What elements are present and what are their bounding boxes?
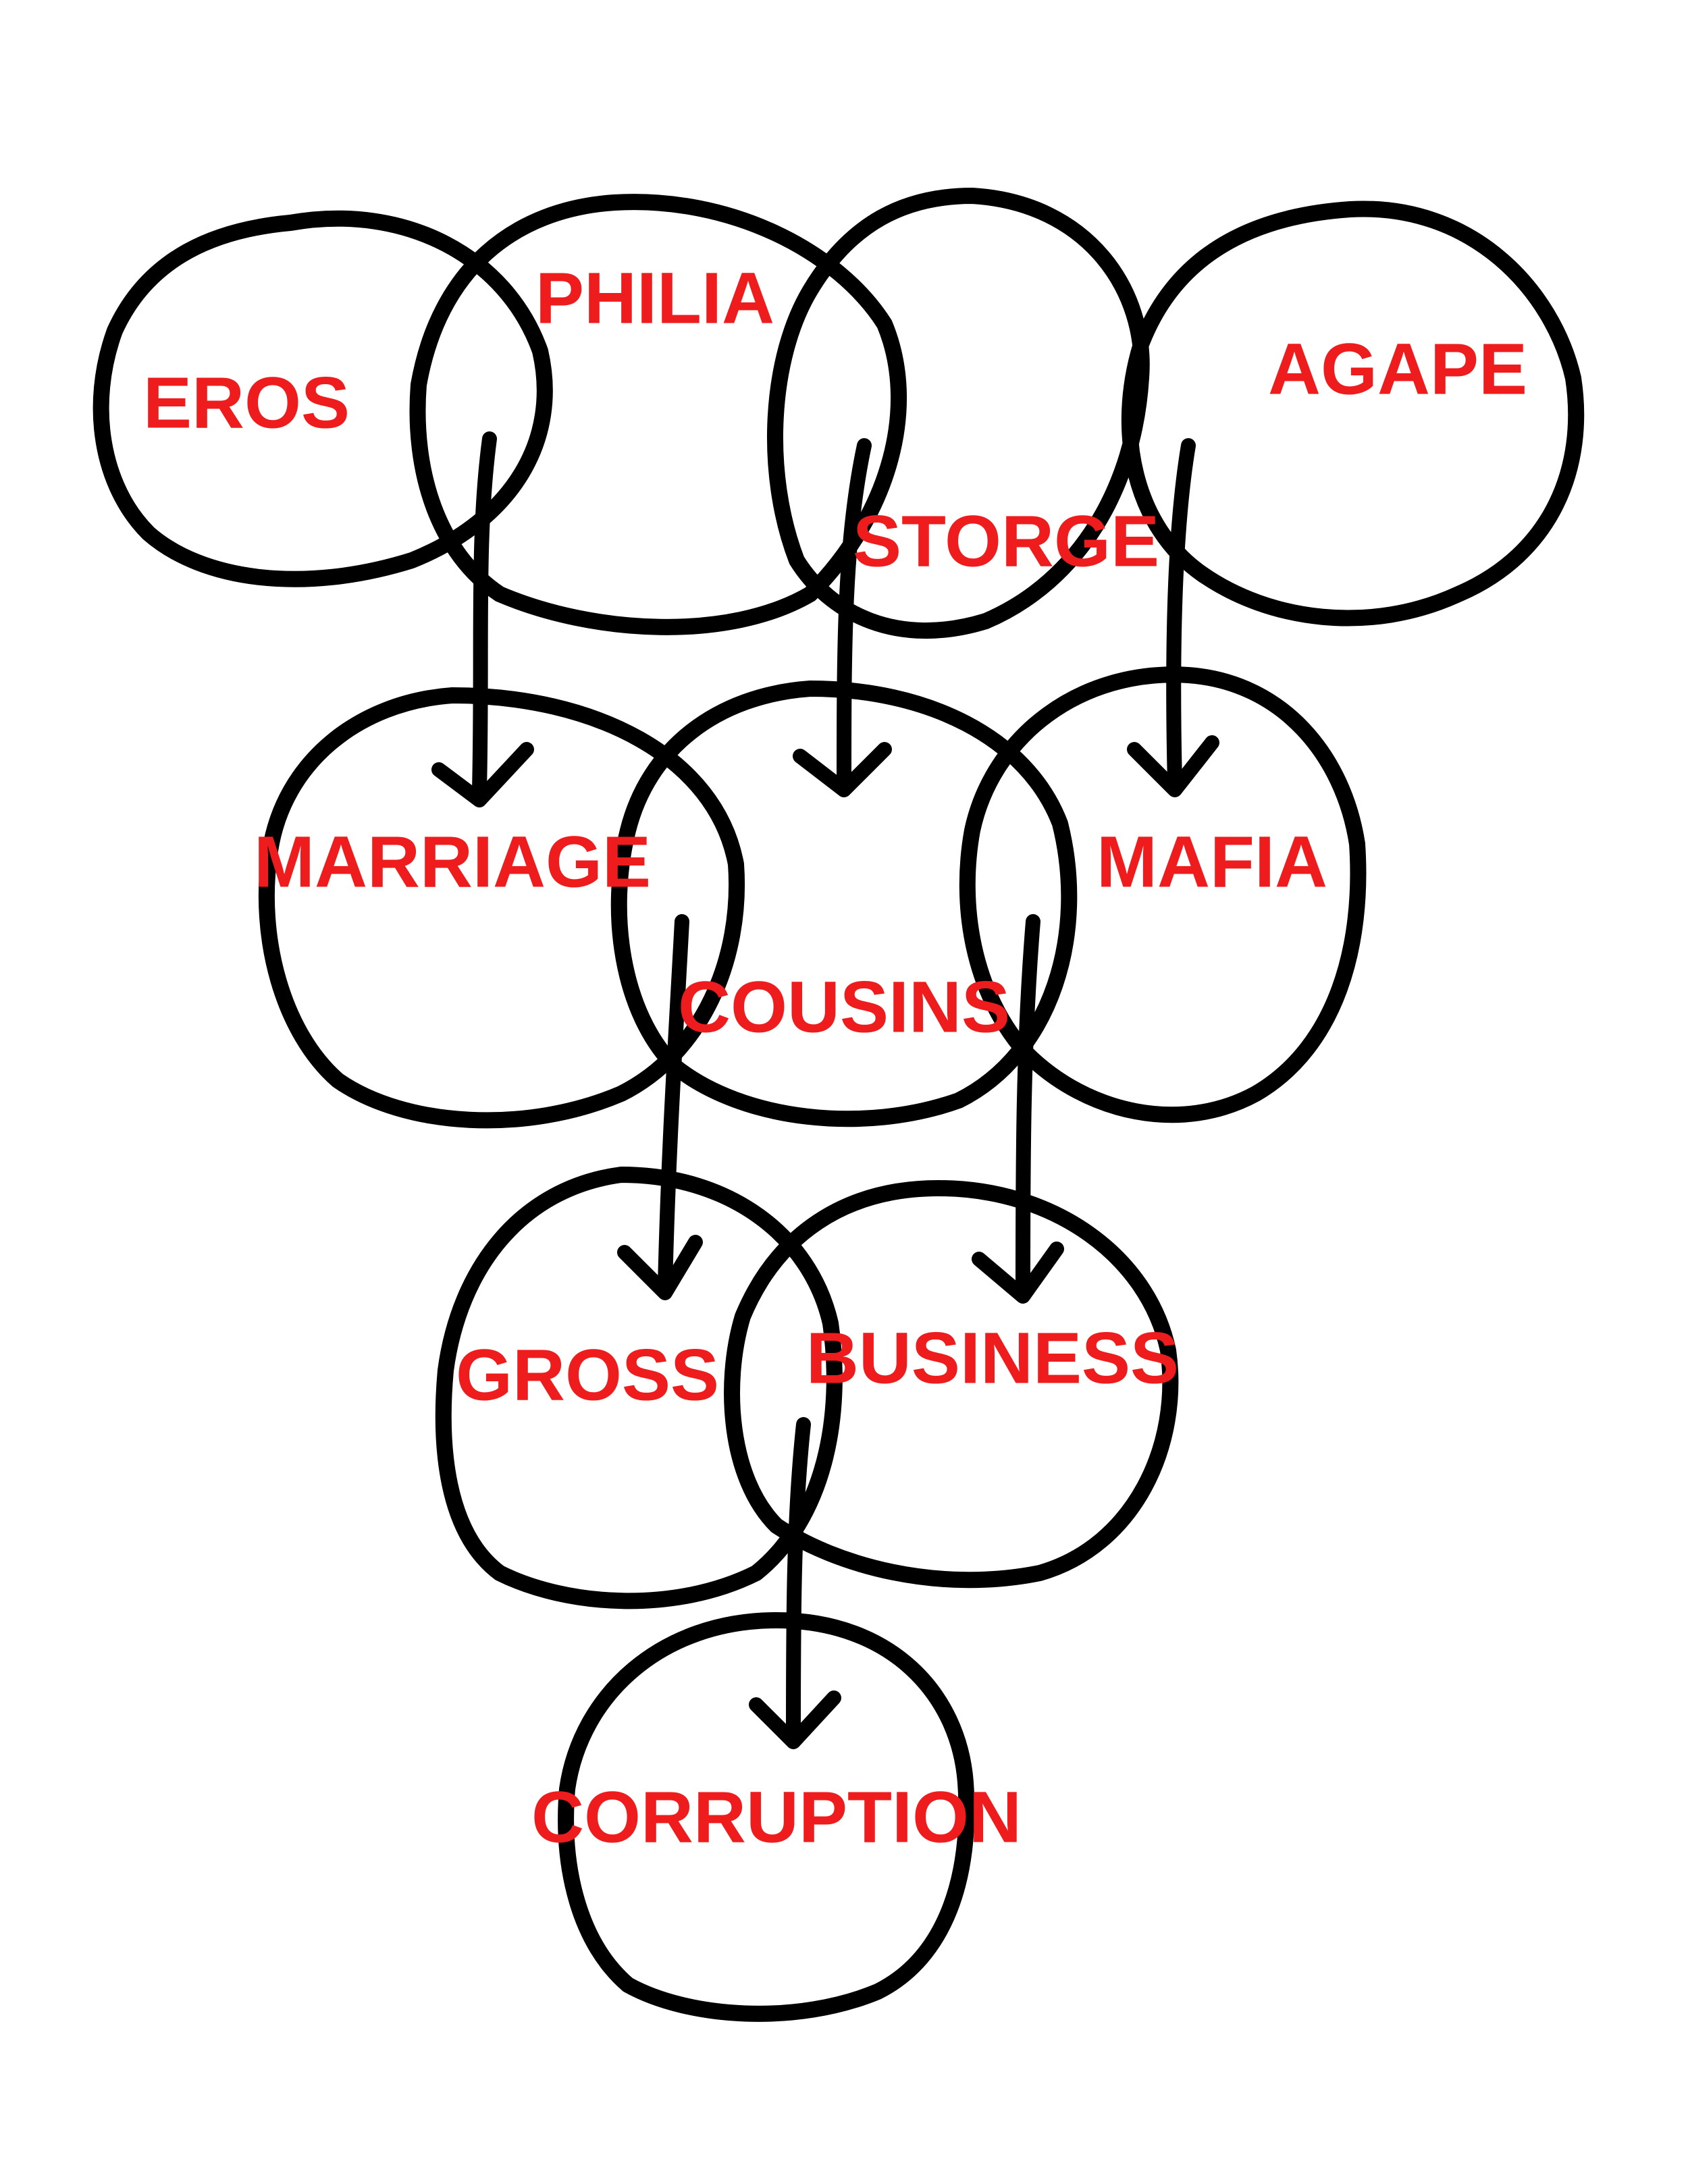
circle-cousins [610, 681, 1078, 1127]
label-eros: EROS [143, 362, 350, 444]
label-gross: GROSS [456, 1334, 719, 1416]
label-marriage: MARRIAGE [254, 821, 651, 903]
arrow-to-business [972, 914, 1064, 1304]
circle-business [724, 1180, 1179, 1589]
circle-corruption [558, 1612, 975, 2022]
circle-philia [409, 194, 907, 635]
label-storge: STORGE [853, 500, 1159, 582]
arrow-to-marriage [431, 431, 534, 807]
arrow-to-corruption [749, 1417, 841, 1749]
circle-eros [93, 210, 553, 587]
label-philia: PHILIA [535, 257, 774, 339]
arrow-to-cousins [793, 438, 892, 797]
label-cousins: COUSINS [678, 966, 1010, 1048]
circle-agape [1121, 201, 1585, 627]
circle-storge [766, 188, 1150, 639]
label-business: BUSINESS [806, 1317, 1179, 1399]
label-corruption: CORRUPTION [531, 1776, 1022, 1858]
circle-gross [435, 1167, 843, 1609]
label-mafia: MAFIA [1097, 821, 1327, 903]
circle-marriage [258, 687, 745, 1129]
arrow-to-gross [617, 914, 703, 1300]
label-agape: AGAPE [1268, 328, 1527, 410]
arrow-to-mafia [1127, 438, 1219, 797]
circle-mafia [959, 666, 1367, 1123]
